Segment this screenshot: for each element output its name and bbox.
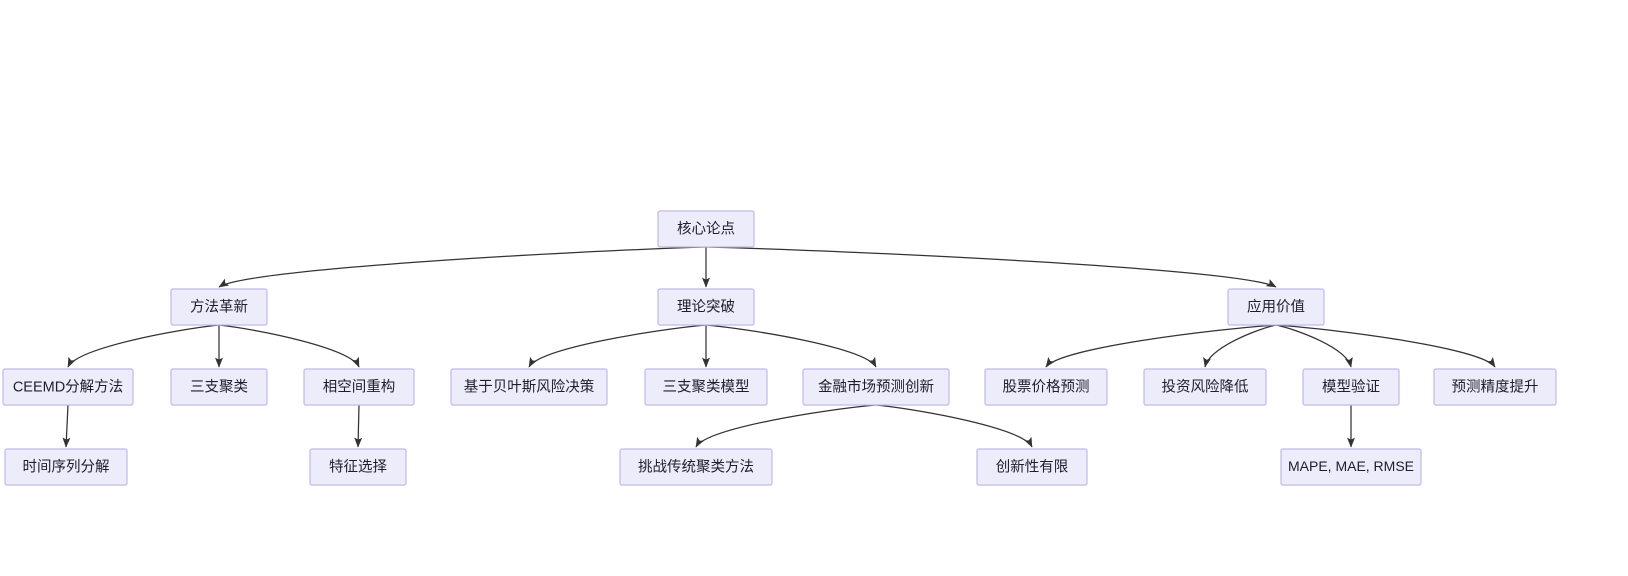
node-layer: 核心论点方法革新 理论突破 应用价值 CEEMD分解方法三支聚类相空间重构基于贝叶斯风… xyxy=(2,210,1557,486)
node-box-metrics[interactable] xyxy=(1280,448,1422,486)
edge-ceemd-to-tsdecomp xyxy=(62,404,71,448)
node-box-limited[interactable] xyxy=(976,448,1088,486)
node-challenge[interactable]: 挑战传统聚类方法 xyxy=(619,448,773,486)
node-twmodel[interactable]: 三支聚类模型 xyxy=(644,368,768,406)
node-box-featsel[interactable] xyxy=(309,448,407,486)
edge-finance-to-limited xyxy=(875,404,1033,448)
edge-method-to-ceemd xyxy=(67,324,220,368)
node-box-riskdown[interactable] xyxy=(1143,368,1267,406)
node-ceemd[interactable]: CEEMD分解方法 xyxy=(2,368,134,406)
edge-root-to-application xyxy=(705,246,1277,288)
edge-theory-to-finance xyxy=(705,324,877,368)
node-method[interactable]: 方法革新 xyxy=(170,288,268,326)
node-box-ceemd[interactable] xyxy=(2,368,134,406)
node-box-stock[interactable] xyxy=(984,368,1108,406)
edge-method-to-phase xyxy=(218,324,360,368)
edge-phase-to-featsel xyxy=(354,404,363,448)
node-box-challenge[interactable] xyxy=(619,448,773,486)
node-phase[interactable]: 相空间重构 xyxy=(303,368,415,406)
edge-application-to-validation xyxy=(1275,324,1353,368)
edge-root-to-method xyxy=(218,246,707,288)
node-box-threeway[interactable] xyxy=(170,368,268,406)
node-root[interactable]: 核心论点 xyxy=(657,210,755,248)
node-application[interactable]: 应用价值 xyxy=(1227,288,1325,326)
node-box-validation[interactable] xyxy=(1302,368,1400,406)
node-featsel[interactable]: 特征选择 xyxy=(309,448,407,486)
node-box-accuracy[interactable] xyxy=(1433,368,1557,406)
node-box-bayes[interactable] xyxy=(450,368,608,406)
node-box-method[interactable] xyxy=(170,288,268,326)
node-limited[interactable]: 创新性有限 xyxy=(976,448,1088,486)
node-box-root[interactable] xyxy=(657,210,755,248)
node-finance[interactable]: 金融市场预测创新 xyxy=(802,368,950,406)
node-riskdown[interactable]: 投资风险降低 xyxy=(1143,368,1267,406)
node-theory[interactable]: 理论突破 xyxy=(657,288,755,326)
edge-finance-to-challenge xyxy=(695,404,877,448)
node-box-phase[interactable] xyxy=(303,368,415,406)
node-box-finance[interactable] xyxy=(802,368,950,406)
node-box-application[interactable] xyxy=(1227,288,1325,326)
node-validation[interactable]: 模型验证 xyxy=(1302,368,1400,406)
edge-application-to-riskdown xyxy=(1203,324,1277,368)
edge-application-to-stock xyxy=(1045,324,1277,368)
node-stock[interactable]: 股票价格预测 xyxy=(984,368,1108,406)
edge-theory-to-bayes xyxy=(528,324,707,368)
node-box-theory[interactable] xyxy=(657,288,755,326)
node-accuracy[interactable]: 预测精度提升 xyxy=(1433,368,1557,406)
edge-layer xyxy=(62,246,1496,448)
edge-application-to-accuracy xyxy=(1275,324,1496,368)
node-box-twmodel[interactable] xyxy=(644,368,768,406)
node-bayes[interactable]: 基于贝叶斯风险决策 xyxy=(450,368,608,406)
node-threeway[interactable]: 三支聚类 xyxy=(170,368,268,406)
node-box-tsdecomp[interactable] xyxy=(4,448,128,486)
node-tsdecomp[interactable]: 时间序列分解 xyxy=(4,448,128,486)
node-metrics[interactable]: MAPE, MAE, RMSE xyxy=(1280,448,1422,486)
